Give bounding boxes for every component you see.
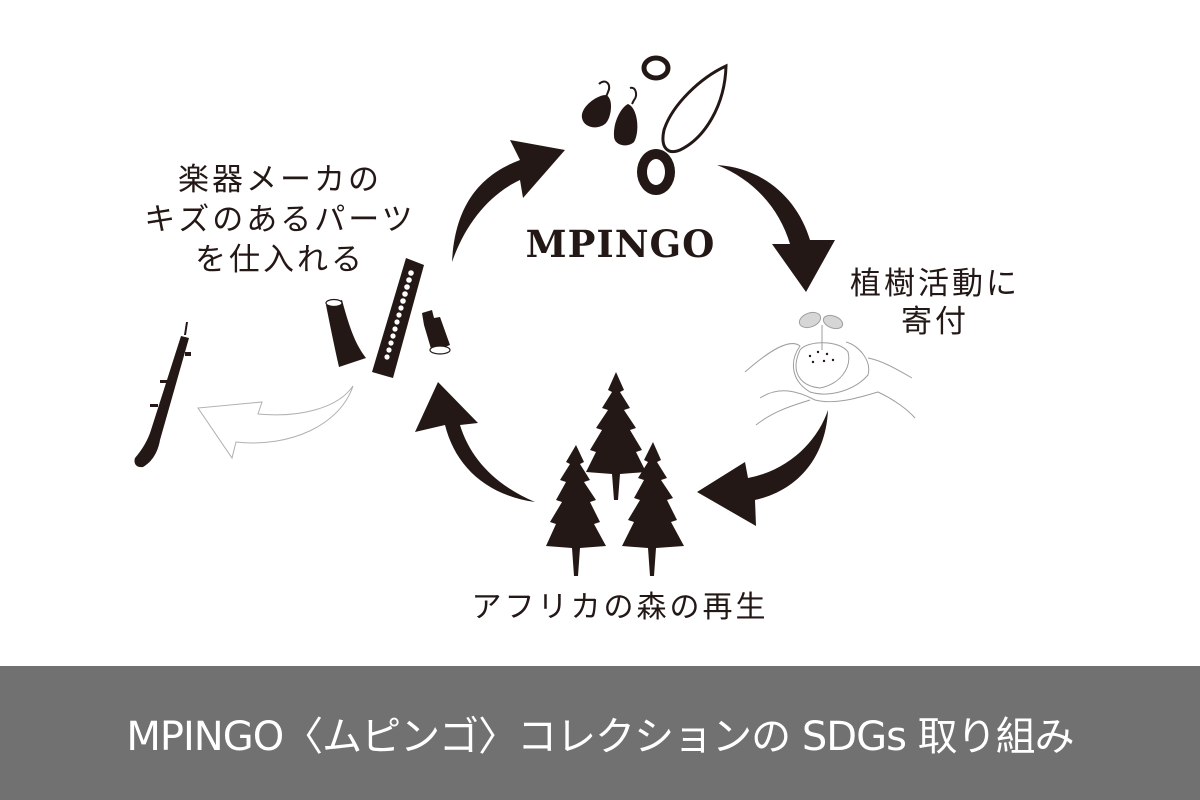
- cycle-diagram: 楽器メーカの キズのあるパーツ を仕入れる MPINGO 植樹活動に 寄付 アフ…: [125, 55, 1040, 625]
- brand-title: MPINGO: [525, 222, 716, 266]
- step-planting-line-1: 植樹活動に: [850, 266, 1020, 302]
- step-parts-line-2: キズのあるパーツ: [144, 202, 416, 238]
- step-parts-line-3: を仕入れる: [195, 242, 365, 278]
- cycle-arrow-icon: [415, 382, 535, 502]
- title-banner: MPINGO〈ムピンゴ〉コレクションの SDGs 取り組み: [0, 666, 1200, 800]
- cycle-arrow-icon: [697, 410, 828, 526]
- step-parts-label: 楽器メーカの キズのあるパーツ を仕入れる: [125, 160, 435, 280]
- diagram-illustrations: [134, 55, 916, 576]
- step-forest-label: アフリカの森の再生: [471, 590, 769, 625]
- instrument-parts-icon: [325, 258, 451, 378]
- oboe-icon: [134, 322, 191, 468]
- jewelry-icon: [581, 55, 728, 195]
- step-planting-label: 植樹活動に 寄付: [830, 265, 1040, 341]
- banner-title: MPINGO〈ムピンゴ〉コレクションの SDGs 取り組み: [126, 714, 1074, 760]
- cycle-arrow-icon: [452, 140, 565, 262]
- hands-sprout-icon: [744, 311, 916, 426]
- cycle-arrow-icon: [717, 165, 835, 292]
- step-parts-line-1: 楽器メーカの: [178, 162, 382, 198]
- outline-arrow-icon: [197, 385, 354, 460]
- trees-icon: [546, 372, 684, 576]
- step-planting-line-2: 寄付: [901, 304, 969, 340]
